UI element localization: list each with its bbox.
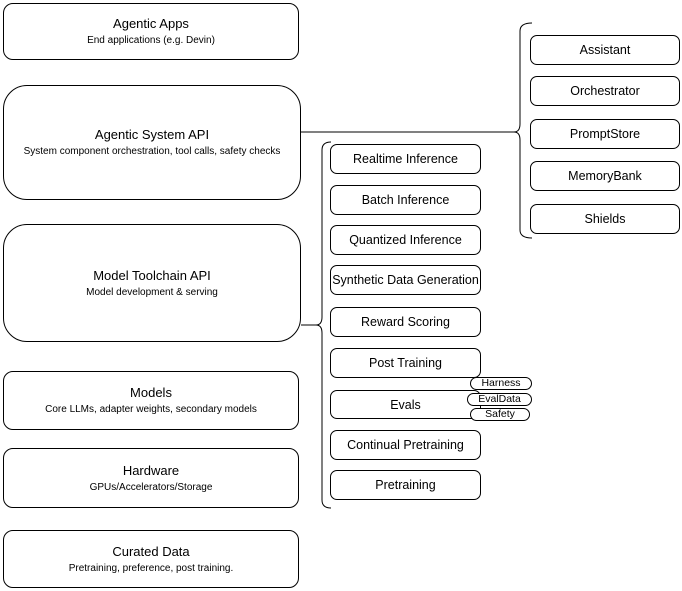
node-label: Batch Inference [361, 193, 450, 207]
node-title: Agentic Apps [113, 16, 189, 31]
node-label: Assistant [579, 43, 631, 57]
node-label: Shields [584, 212, 626, 226]
node-continual-pretraining: Continual Pretraining [330, 430, 481, 460]
node-subtitle: Core LLMs, adapter weights, secondary mo… [45, 404, 257, 415]
node-curated-data: Curated Data Pretraining, preference, po… [3, 530, 299, 588]
node-label: Realtime Inference [353, 152, 458, 166]
node-realtime-inference: Realtime Inference [330, 144, 481, 174]
node-subtitle: End applications (e.g. Devin) [87, 35, 215, 46]
node-model-toolchain-api: Model Toolchain API Model development & … [3, 224, 301, 342]
node-subtitle: GPUs/Accelerators/Storage [89, 481, 213, 493]
node-agentic-system-api: Agentic System API System component orch… [3, 85, 301, 200]
node-title: Agentic System API [94, 127, 210, 142]
tag-evaldata: EvalData [467, 393, 532, 406]
node-quantized-inference: Quantized Inference [330, 225, 481, 255]
node-subtitle: Model development & serving [86, 286, 218, 298]
node-label: Synthetic Data Generation [332, 273, 479, 287]
node-synthetic-data-generation: Synthetic Data Generation [330, 265, 481, 295]
node-label: Continual Pretraining [347, 438, 464, 452]
tag-label: EvalData [478, 393, 521, 405]
node-promptstore: PromptStore [530, 119, 680, 149]
node-title: Models [130, 385, 172, 400]
node-label: Orchestrator [570, 84, 640, 98]
node-batch-inference: Batch Inference [330, 185, 481, 215]
node-subtitle: System component orchestration, tool cal… [23, 146, 281, 157]
node-post-training: Post Training [330, 348, 481, 378]
node-pretraining: Pretraining [330, 470, 481, 500]
node-label: Quantized Inference [349, 233, 462, 247]
node-shields: Shields [530, 204, 680, 234]
node-models: Models Core LLMs, adapter weights, secon… [3, 371, 299, 430]
node-orchestrator: Orchestrator [530, 76, 680, 106]
node-label: Evals [390, 397, 421, 412]
node-label: Reward Scoring [361, 315, 450, 329]
node-title: Model Toolchain API [93, 267, 211, 283]
tag-safety: Safety [470, 408, 530, 421]
node-label: Pretraining [375, 478, 436, 492]
node-evals: Evals [330, 390, 481, 419]
node-title: Curated Data [112, 543, 190, 559]
tag-label: Harness [481, 377, 521, 389]
node-hardware: Hardware GPUs/Accelerators/Storage [3, 448, 299, 508]
node-label: MemoryBank [568, 169, 642, 183]
node-subtitle: Pretraining, preference, post training. [68, 562, 234, 574]
brace-toolchain-group [315, 141, 332, 509]
node-label: Post Training [369, 356, 442, 370]
node-reward-scoring: Reward Scoring [330, 307, 481, 337]
node-memorybank: MemoryBank [530, 161, 680, 191]
node-title: Hardware [122, 462, 180, 478]
node-label: PromptStore [569, 127, 641, 141]
node-agentic-apps: Agentic Apps End applications (e.g. Devi… [3, 3, 299, 60]
tag-harness: Harness [470, 377, 532, 390]
node-assistant: Assistant [530, 35, 680, 65]
tag-label: Safety [485, 408, 515, 420]
brace-system-group [513, 22, 533, 239]
